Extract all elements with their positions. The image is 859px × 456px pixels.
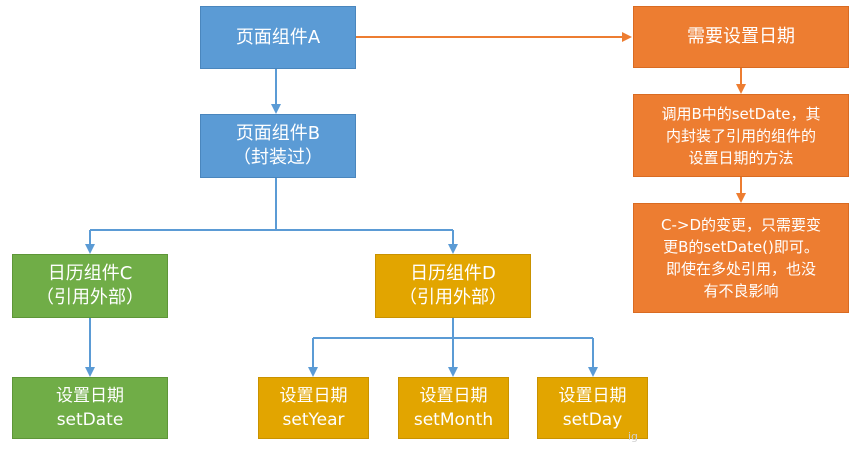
node-note-line2: 更B的setDate()即可。 xyxy=(663,238,819,256)
node-d-day-title: 设置日期 xyxy=(558,386,627,406)
node-d-year-title: 设置日期 xyxy=(279,386,348,406)
node-d-year-method: setYear xyxy=(282,410,345,430)
node-a-label: 页面组件A xyxy=(235,26,321,48)
node-call-line1: 调用B中的setDate，其 xyxy=(661,104,821,123)
node-call-line2: 内封装了引用的组件的 xyxy=(665,126,816,145)
node-call-setdate: 调用B中的setDate，其 内封装了引用的组件的 设置日期的方法 xyxy=(633,94,849,177)
node-c-title: 日历组件C xyxy=(47,263,133,284)
connector-b-split xyxy=(90,178,453,231)
node-d-setday: 设置日期 setDay xyxy=(537,377,648,439)
node-page-component-a: 页面组件A xyxy=(200,6,356,69)
node-d-day-method: setDay xyxy=(562,410,623,430)
node-b-title: 页面组件B xyxy=(235,123,321,144)
node-note-line3: 即使在多处引用，也没 xyxy=(665,260,816,278)
node-need-date-label: 需要设置日期 xyxy=(687,26,795,47)
node-page-component-b: 页面组件B （封装过） xyxy=(200,114,356,178)
node-d-subtitle: （引用外部） xyxy=(399,287,507,308)
node-d-month-title: 设置日期 xyxy=(419,386,488,406)
node-c-set-method: setDate xyxy=(56,410,124,430)
watermark: ig xyxy=(628,430,639,443)
node-c-subtitle: （引用外部） xyxy=(36,287,144,308)
node-calendar-c: 日历组件C （引用外部） xyxy=(12,254,168,318)
node-c-set-title: 设置日期 xyxy=(56,386,124,406)
node-b-subtitle: （封装过） xyxy=(233,147,323,168)
node-c-setdate: 设置日期 setDate xyxy=(12,377,168,439)
node-d-setyear: 设置日期 setYear xyxy=(258,377,369,439)
node-change-note: C->D的变更，只需要变 更B的setDate()即可。 即使在多处引用，也没 … xyxy=(633,203,849,313)
node-d-setmonth: 设置日期 setMonth xyxy=(398,377,509,439)
node-note-line4: 有不良影响 xyxy=(703,282,779,300)
node-need-set-date: 需要设置日期 xyxy=(633,6,849,68)
node-d-month-method: setMonth xyxy=(413,410,494,430)
node-calendar-d: 日历组件D （引用外部） xyxy=(375,254,531,318)
node-call-line3: 设置日期的方法 xyxy=(688,148,794,167)
node-d-title: 日历组件D xyxy=(410,263,496,284)
connector-d-split xyxy=(313,318,593,339)
node-note-line1: C->D的变更，只需要变 xyxy=(660,216,821,234)
